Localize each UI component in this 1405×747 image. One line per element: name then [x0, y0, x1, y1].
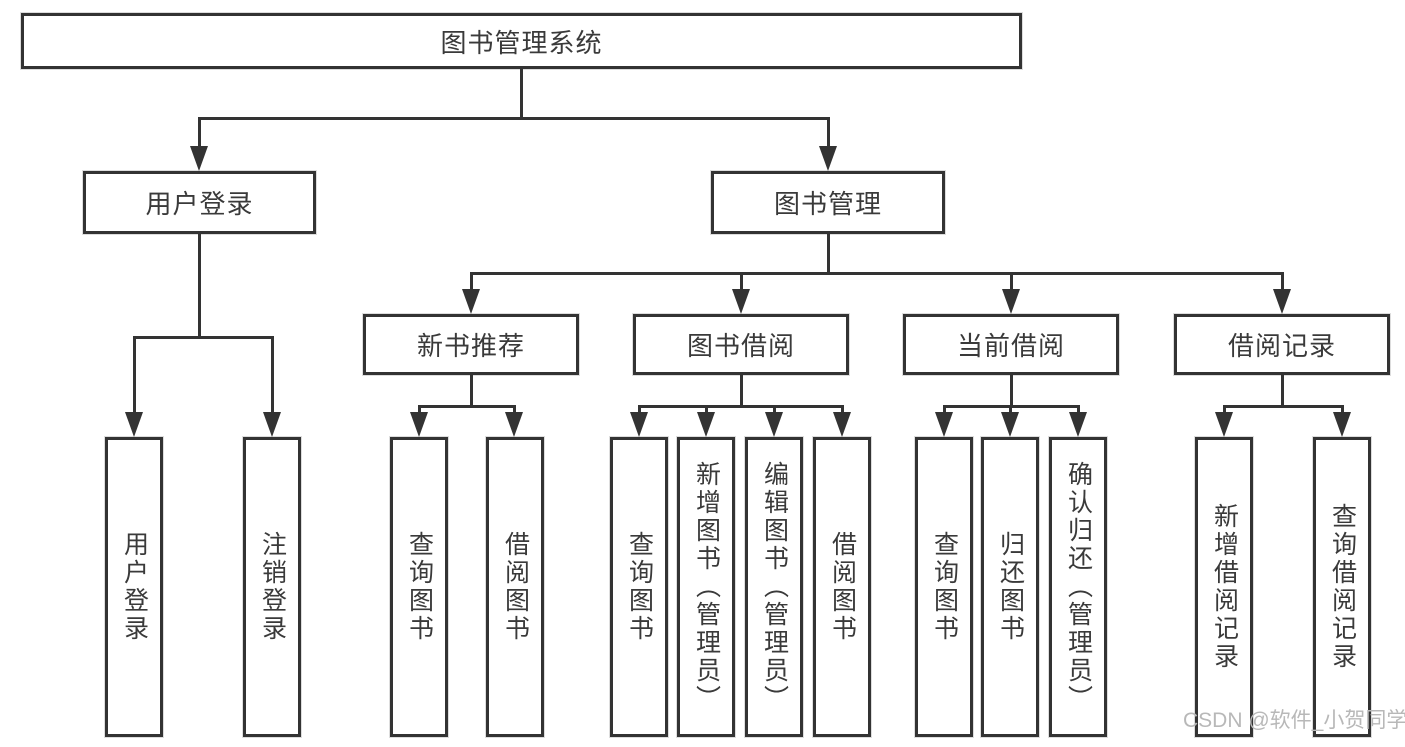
connector-line — [1009, 405, 1012, 417]
leaf-query-borrow-record: 查询借阅记录 — [1313, 437, 1371, 737]
node-book-borrow: 图书借阅 — [633, 314, 849, 375]
connector-line — [1281, 375, 1284, 407]
connector-line — [470, 375, 473, 407]
node-new-book-recommend: 新书推荐 — [363, 314, 579, 375]
connector-line — [520, 69, 523, 120]
arrow-down-icon — [1069, 412, 1087, 437]
arrow-down-icon — [1273, 289, 1291, 314]
node-user-login: 用户登录 — [83, 171, 316, 234]
leaf-logout: 注销登录 — [243, 437, 301, 737]
connector-line — [827, 234, 830, 274]
connector-line — [133, 336, 136, 415]
arrow-down-icon — [630, 412, 648, 437]
arrow-down-icon — [125, 412, 143, 437]
connector-line — [1223, 405, 1343, 408]
arrow-down-icon — [505, 412, 523, 437]
connector-line — [1010, 375, 1013, 407]
arrow-down-icon — [697, 412, 715, 437]
leaf-return-books: 归还图书 — [981, 437, 1039, 737]
arrow-down-icon — [833, 412, 851, 437]
leaf-add-borrow-record: 新增借阅记录 — [1195, 437, 1253, 737]
leaf-borrow-books-recommend: 借阅图书 — [486, 437, 544, 737]
connector-line — [198, 234, 201, 338]
node-borrow-records: 借阅记录 — [1174, 314, 1390, 375]
node-library-system: 图书管理系统 — [21, 13, 1022, 69]
connector-line — [841, 405, 844, 417]
connector-line — [1223, 405, 1226, 417]
connector-line — [1341, 405, 1344, 417]
connector-line — [470, 272, 1283, 275]
arrow-down-icon — [1333, 412, 1351, 437]
leaf-query-books-borrow: 查询图书 — [610, 437, 668, 737]
connector-line — [638, 405, 843, 408]
arrow-down-icon — [1001, 412, 1019, 437]
leaf-borrow-books-borrow: 借阅图书 — [813, 437, 871, 737]
connector-line — [638, 405, 641, 417]
connector-line — [470, 272, 473, 292]
connector-line — [198, 117, 201, 149]
leaf-confirm-return-admin: 确认归还（管理员） — [1049, 437, 1107, 737]
connector-line — [1281, 272, 1284, 292]
connector-line — [773, 405, 776, 417]
leaf-user-login: 用户登录 — [105, 437, 163, 737]
arrow-down-icon — [935, 412, 953, 437]
arrow-down-icon — [1002, 289, 1020, 314]
connector-line — [827, 117, 830, 149]
leaf-query-books-current: 查询图书 — [915, 437, 973, 737]
connector-line — [418, 405, 421, 417]
connector-line — [740, 375, 743, 407]
connector-line — [1010, 272, 1013, 292]
node-current-borrow: 当前借阅 — [903, 314, 1119, 375]
connector-line — [198, 117, 830, 120]
connector-line — [271, 336, 274, 415]
connector-line — [943, 405, 946, 417]
arrow-down-icon — [462, 289, 480, 314]
connector-line — [513, 405, 516, 417]
connector-line — [1077, 405, 1080, 417]
leaf-edit-book-admin: 编辑图书（管理员） — [745, 437, 803, 737]
connector-line — [133, 336, 274, 339]
leaf-query-books-recommend: 查询图书 — [390, 437, 448, 737]
connector-line — [740, 272, 743, 292]
arrow-down-icon — [765, 412, 783, 437]
arrow-down-icon — [732, 289, 750, 314]
connector-line — [705, 405, 708, 417]
arrow-down-icon — [410, 412, 428, 437]
arrow-down-icon — [190, 146, 208, 171]
watermark: CSDN @软件_小贺同学 — [1183, 709, 1405, 732]
arrow-down-icon — [263, 412, 281, 437]
leaf-add-book-admin: 新增图书（管理员） — [677, 437, 735, 737]
arrow-down-icon — [819, 146, 837, 171]
node-book-management: 图书管理 — [711, 171, 945, 234]
arrow-down-icon — [1215, 412, 1233, 437]
connector-line — [418, 405, 516, 408]
